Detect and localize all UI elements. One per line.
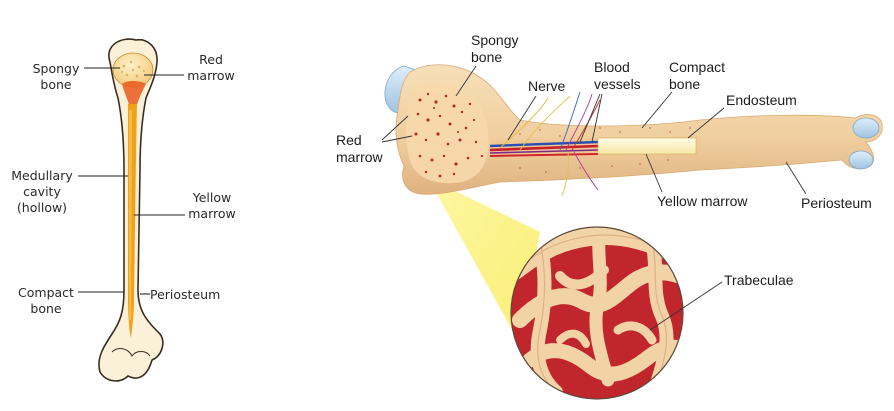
svg-text:Trabeculae: Trabeculae	[724, 272, 794, 288]
red-marrow-dots	[414, 92, 484, 178]
nerve-fibers	[499, 91, 601, 197]
right-label-trabeculae: Trabeculae	[649, 272, 794, 331]
right-bone-diagram	[384, 64, 883, 400]
yellow-marrow-bar	[597, 137, 697, 155]
compact-bone-dots	[519, 127, 691, 173]
cartilage-cap-right-top	[852, 117, 880, 139]
right-label-yellow-marrow: Yellow marrow	[645, 153, 748, 209]
svg-text:Nerve: Nerve	[528, 78, 566, 94]
cartilage-cap-right-bottom	[848, 150, 874, 170]
right-label-nerve: Nerve	[507, 78, 566, 141]
left-bone-diagram	[98, 38, 164, 382]
trabeculae-zoom-circle	[510, 226, 684, 400]
blood-vessels	[489, 140, 599, 157]
svg-text:Endosteum: Endosteum	[726, 92, 797, 108]
right-label-endosteum: Endosteum	[687, 92, 797, 139]
right-label-periosteum: Periosteum	[785, 161, 872, 211]
left-label-periosteum: Periosteum	[140, 287, 220, 302]
svg-text:Periosteum: Periosteum	[801, 195, 872, 211]
left-red-marrow	[122, 81, 146, 108]
svg-text:Periosteum: Periosteum	[150, 287, 220, 302]
svg-text:Yellow marrow: Yellow marrow	[657, 193, 748, 209]
